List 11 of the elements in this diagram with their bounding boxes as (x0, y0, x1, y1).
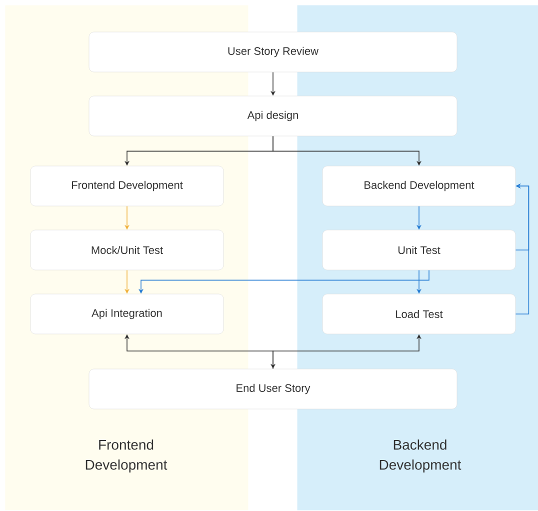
process-box: User Story Review (88, 32, 458, 72)
process-box: Load Test (322, 294, 516, 334)
process-box: Api Integration (30, 294, 224, 334)
process-box: Frontend Development (30, 166, 224, 206)
process-box: Backend Development (322, 166, 516, 206)
lane-title: Frontend Development (86, 439, 168, 472)
process-box: Api design (88, 96, 458, 136)
process-box: Mock/Unit Test (30, 230, 224, 270)
process-box: Unit Test (322, 230, 516, 270)
process-box: End User Story (88, 368, 458, 410)
lane-title: Backend Development (380, 439, 462, 472)
